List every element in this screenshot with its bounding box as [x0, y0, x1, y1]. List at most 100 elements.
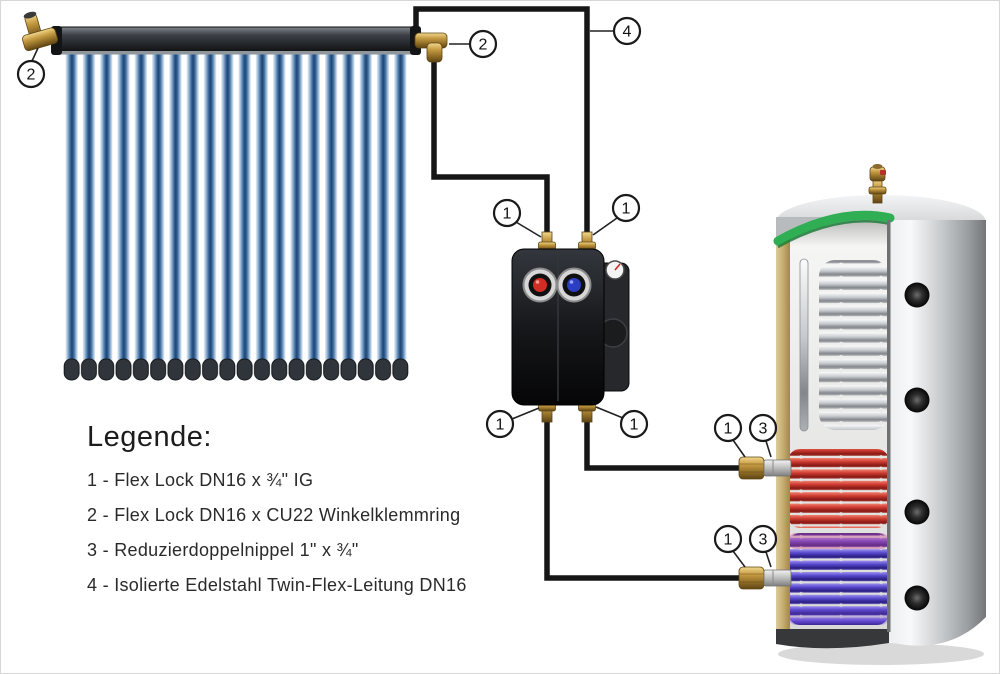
- tank-shell-cut-line: [887, 220, 891, 632]
- fitting-cap: [23, 11, 37, 19]
- leader-line: [732, 550, 746, 568]
- insulation-cut-edge: [776, 220, 790, 629]
- callout-circle: [748, 413, 778, 443]
- callout-circle: [713, 524, 743, 554]
- pipes: [413, 6, 745, 581]
- tank-cutaway-window: [776, 220, 890, 629]
- tank-gasket-ring-shadow: [777, 220, 891, 249]
- heat-exchanger-coil-silver: [819, 260, 889, 430]
- gauge-disc-blue: [567, 278, 581, 292]
- leader-line: [31, 47, 39, 62]
- legend: Legende: 1 - Flex Lock DN16 x ¾" IG 2 - …: [87, 421, 467, 610]
- heat-exchanger-coil-red: [788, 449, 889, 528]
- thermometer-needle: [614, 263, 621, 271]
- callout-label: 1: [630, 417, 639, 434]
- leader-line: [595, 406, 624, 419]
- callout-circle: [713, 413, 743, 443]
- pump-fitting-top-right: [578, 231, 596, 255]
- callout-label: 1: [503, 206, 512, 223]
- pump-station: [511, 231, 630, 423]
- leader-line: [592, 217, 618, 236]
- solar-collector: [22, 11, 448, 383]
- callout-label: 3: [759, 532, 768, 549]
- callout-collector-left: 2: [16, 47, 46, 89]
- callout-circle: [619, 409, 649, 439]
- return-gauge-blue: [556, 267, 592, 303]
- callout-circle: [611, 193, 641, 223]
- callout-pump-bottom-right: 1: [595, 406, 649, 439]
- heat-exchanger-coil-blue: [788, 533, 889, 625]
- storage-tank: [773, 164, 986, 665]
- callout-tank-lower-nipple: 3: [748, 524, 778, 568]
- fitting-elbow: [22, 27, 59, 52]
- gauge-disc-red: [533, 278, 547, 292]
- pipe-pump-to-tank-upper: [584, 407, 745, 471]
- coil-riser-pipe: [799, 258, 809, 432]
- fitting-stub: [426, 42, 443, 63]
- fitting-brass-nut: [738, 566, 765, 590]
- callout-label: 4: [623, 24, 632, 41]
- callout-label: 1: [496, 417, 505, 434]
- callout-circle: [748, 524, 778, 554]
- coil-blue-magenta-sheen: [788, 533, 889, 549]
- vent-nut: [868, 186, 887, 195]
- tank-fitting-upper: [738, 456, 792, 480]
- callout-pump-top-left: 1: [492, 198, 542, 238]
- sensor-port: [904, 387, 930, 413]
- legend-item-2: 2 - Flex Lock DN16 x CU22 Winkelklemmrin…: [87, 505, 461, 525]
- legend-item-4: 4 - Isolierte Edelstahl Twin-Flex-Leitun…: [87, 575, 467, 595]
- tank-gasket-ring: [773, 210, 895, 246]
- legend-item-1: 1 - Flex Lock DN16 x ¾" IG: [87, 470, 314, 490]
- manifold-lip: [59, 51, 413, 55]
- vent-cap-red: [880, 170, 886, 175]
- air-vent-valve: [868, 164, 887, 204]
- sensor-ports: [904, 282, 930, 611]
- callout-circle: [468, 29, 498, 59]
- callout-label: 1: [724, 421, 733, 438]
- legend-item-3: 3 - Reduzierdoppelnippel 1" x ¾": [87, 540, 359, 560]
- callout-circle: [492, 198, 522, 228]
- callout-label: 2: [27, 67, 36, 84]
- callout-tank-lower-flex: 1: [713, 524, 746, 568]
- leader-line: [515, 221, 542, 238]
- callout-label: 2: [479, 37, 488, 54]
- fitting-brass-nut: [738, 456, 765, 480]
- callout-tank-upper-flex: 1: [713, 413, 746, 458]
- leader-line: [765, 551, 772, 568]
- legend-title: Legende:: [87, 421, 212, 453]
- flow-gauge-red: [522, 267, 558, 303]
- callout-collector-right: 2: [449, 29, 498, 59]
- pipe-pump-to-tank-lower: [544, 407, 745, 581]
- callout-twin-flex: 4: [590, 16, 642, 46]
- gauge-highlight: [535, 280, 540, 284]
- callout-pump-bottom-left: 1: [485, 407, 540, 439]
- fitting-reducer-nipple: [763, 569, 792, 587]
- sensor-port: [904, 585, 930, 611]
- callout-circle: [485, 409, 515, 439]
- leader-line: [732, 439, 746, 458]
- collector-vacuum-tubes: [63, 53, 409, 383]
- pipe-twin-flex: [413, 6, 590, 235]
- callout-circle: [16, 59, 46, 89]
- collector-fitting-left: [22, 11, 59, 52]
- callout-tank-upper-nipple: 3: [748, 413, 778, 458]
- collector-manifold: [54, 26, 418, 55]
- collector-fitting-right: [414, 32, 448, 63]
- leader-line: [511, 407, 540, 420]
- callout-label: 3: [759, 421, 768, 438]
- gauge-highlight: [569, 280, 574, 284]
- tank-fitting-lower: [738, 566, 792, 590]
- callout-label: 1: [724, 532, 733, 549]
- fitting-reducer-nipple: [763, 459, 792, 477]
- callout-circle: [612, 16, 642, 46]
- pipe-collector-to-pump: [431, 57, 550, 235]
- leader-line: [765, 440, 772, 458]
- sensor-port: [904, 499, 930, 525]
- callout-label: 1: [622, 201, 631, 218]
- tank-shell: [889, 220, 986, 646]
- pump-fitting-top-left: [538, 231, 556, 255]
- tank-base-band: [776, 629, 889, 649]
- callout-pump-top-right: 1: [592, 193, 641, 236]
